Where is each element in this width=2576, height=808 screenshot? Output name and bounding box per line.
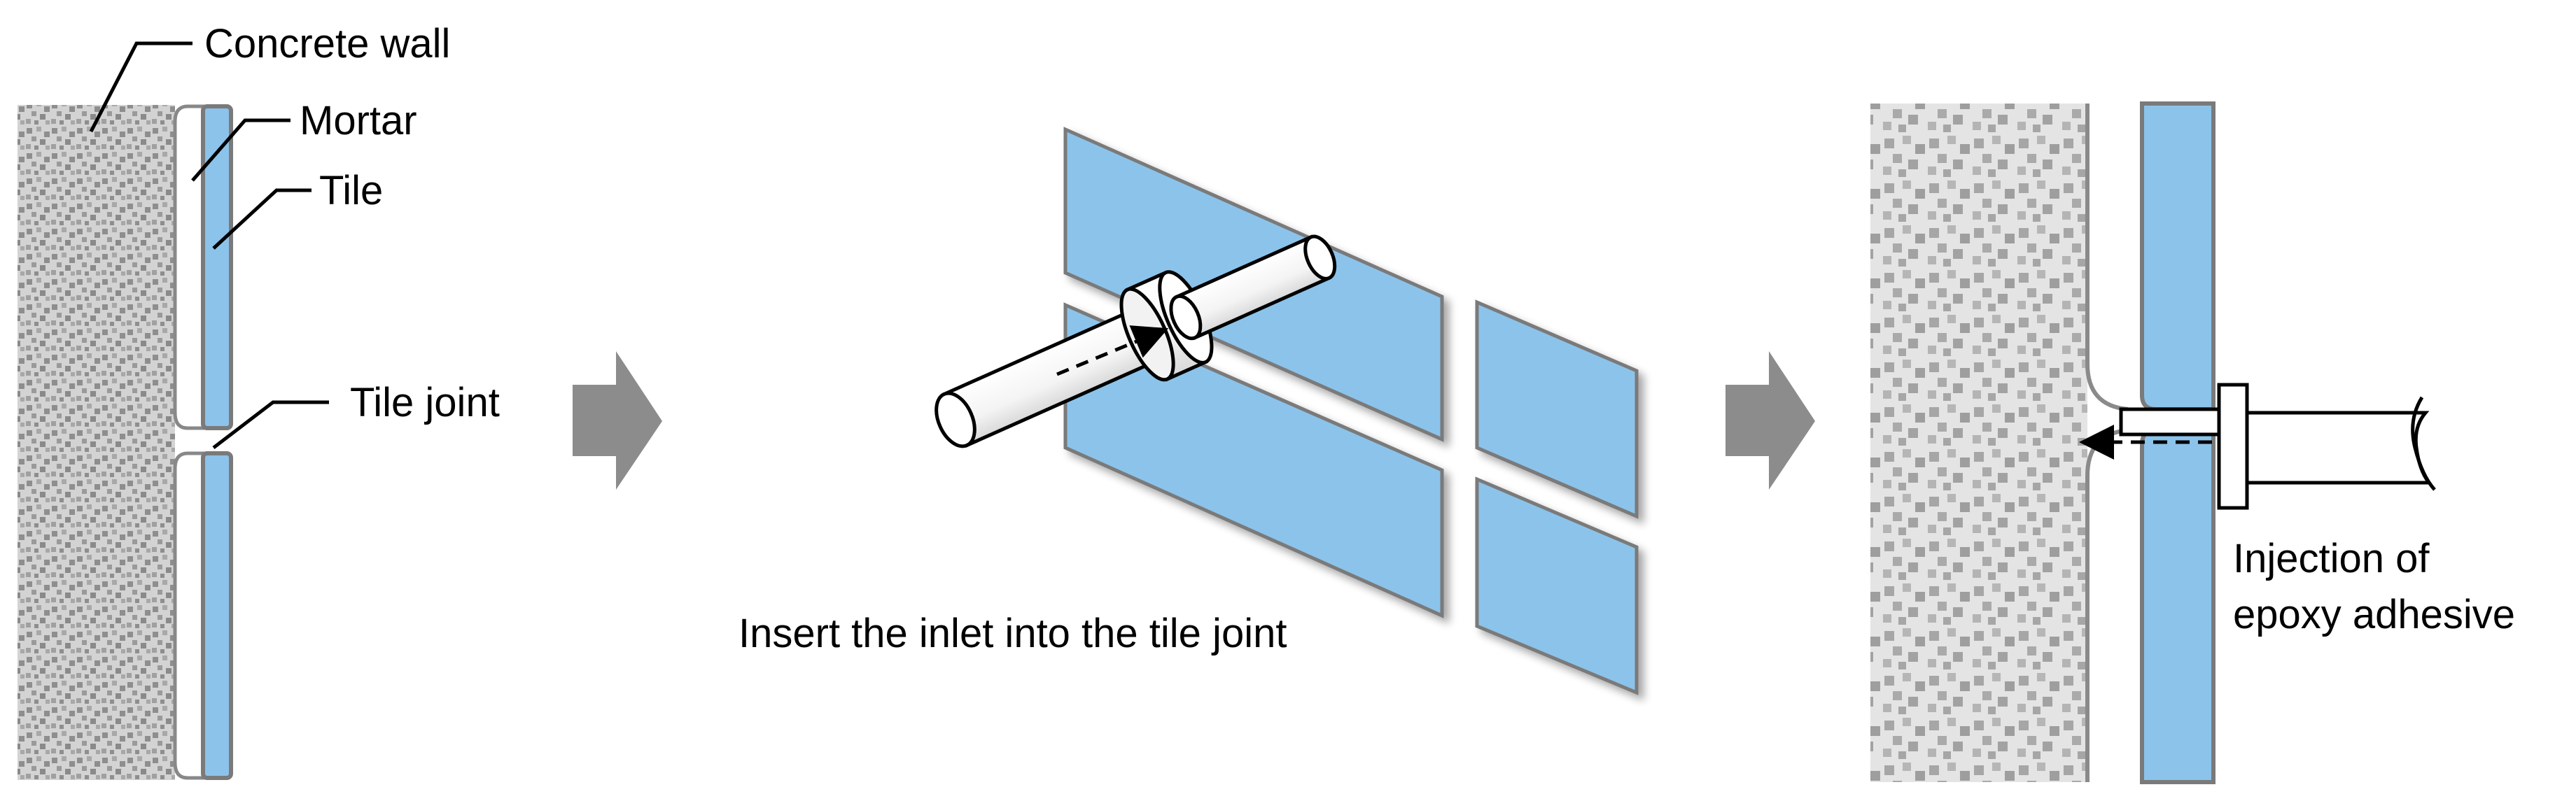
label-tile-joint: Tile joint: [350, 380, 500, 425]
step-arrow-icon: [1726, 351, 1815, 490]
right-panel: Injection of epoxy adhesive: [1870, 101, 2515, 784]
tile-upper-right: [1475, 299, 1639, 519]
leader-mortar: [191, 118, 290, 182]
tile-lower-closeup: [2140, 428, 2216, 784]
left-panel: Concrete wall Mortar Tile Tile joint: [18, 21, 500, 780]
mortar-lower: [173, 451, 206, 780]
middle-panel: Insert the inlet into the tile joint: [738, 127, 1639, 695]
tile-upper: [201, 104, 233, 430]
tile-lower: [201, 451, 233, 780]
leader-concrete-wall: [89, 41, 192, 133]
step-arrow-icon: [573, 351, 662, 490]
label-tile: Tile: [319, 168, 383, 213]
concrete-wall-closeup: [1870, 104, 2087, 782]
caption-insert-inlet: Insert the inlet into the tile joint: [738, 611, 1287, 656]
tile-lower-right: [1475, 476, 1639, 695]
label-concrete-wall: Concrete wall: [204, 21, 450, 66]
mortar-upper: [173, 104, 206, 430]
inlet-flange: [2217, 383, 2249, 510]
inlet-tip: [2119, 407, 2228, 437]
caption-injection-line1: Injection of: [2233, 536, 2430, 581]
leader-tile: [212, 188, 312, 250]
tile-upper-closeup: [2140, 101, 2216, 411]
label-mortar: Mortar: [300, 98, 417, 143]
concrete-wall: [18, 105, 175, 780]
inlet-pipe: [2245, 411, 2433, 485]
leader-tile-joint: [212, 400, 329, 449]
caption-injection-line2: epoxy adhesive: [2233, 592, 2515, 637]
dashed-arrow-icon: [1056, 325, 1169, 376]
